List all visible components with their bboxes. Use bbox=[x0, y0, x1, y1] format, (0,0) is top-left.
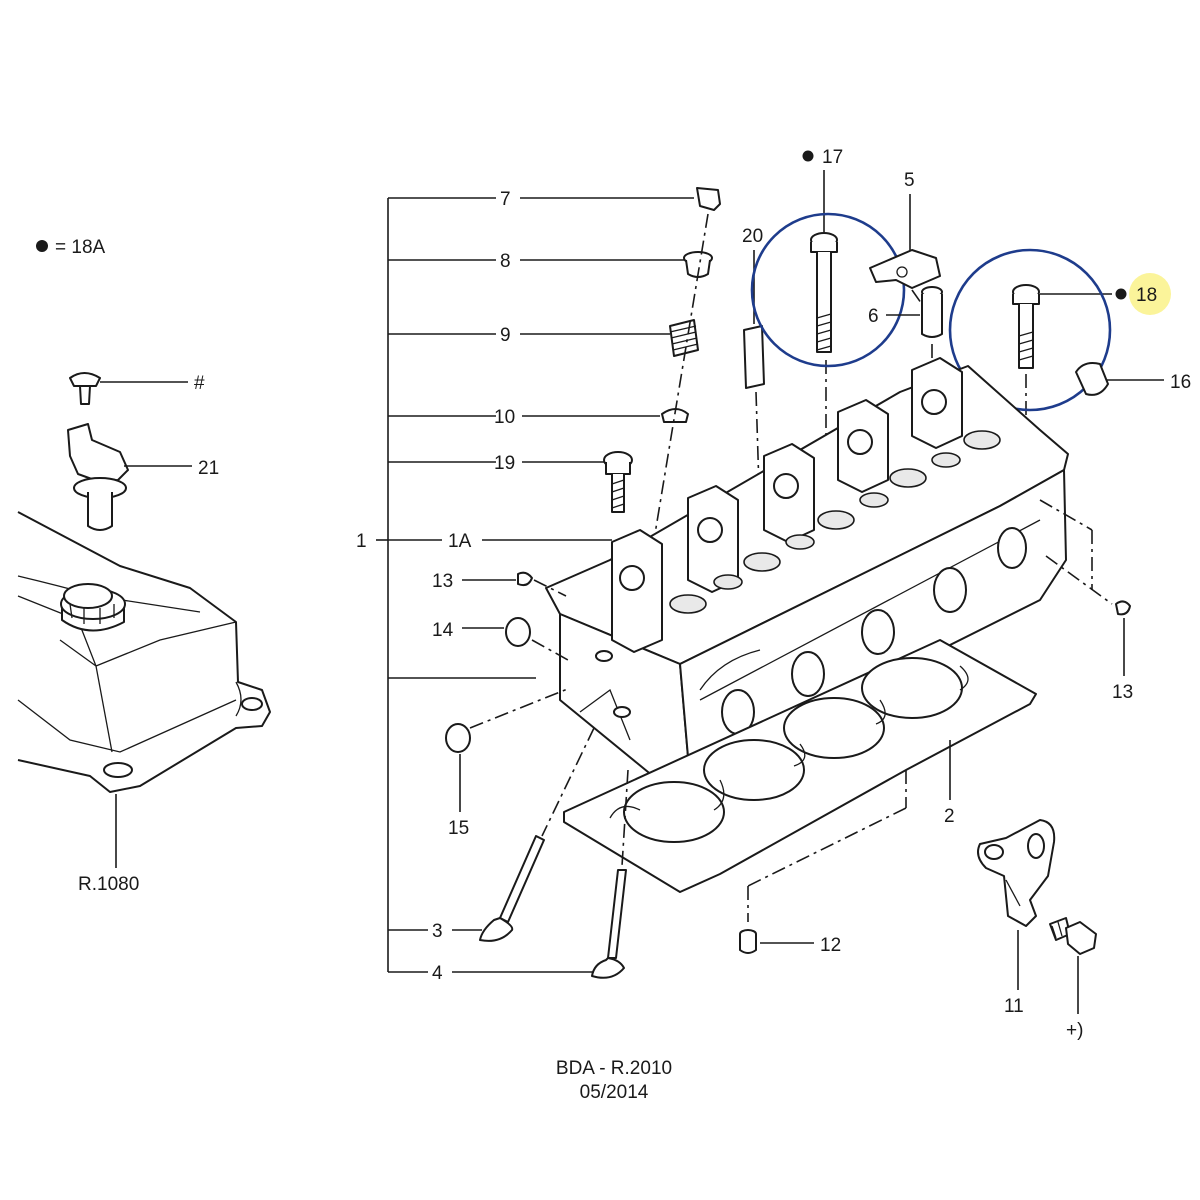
callout-20: 20 bbox=[742, 226, 763, 247]
plug-16: 16 bbox=[1075, 362, 1191, 396]
seal-ring-15: 15 bbox=[445, 687, 571, 839]
valve-4: 4 bbox=[432, 769, 629, 984]
callout-9: 9 bbox=[500, 325, 511, 346]
callout-10: 10 bbox=[494, 407, 515, 428]
footer-line-2: 05/2014 bbox=[580, 1082, 649, 1103]
callout-17: 17 bbox=[822, 147, 843, 168]
callout-13-left: 13 bbox=[432, 571, 453, 592]
valve-spring-icon bbox=[669, 319, 699, 357]
highlight-circle-17 bbox=[750, 212, 906, 368]
callout-4: 4 bbox=[432, 963, 443, 984]
callout-18: 18 bbox=[1136, 285, 1157, 306]
callout-13-right: 13 bbox=[1112, 682, 1133, 703]
callout-5: 5 bbox=[904, 170, 915, 191]
legend-text: = 18A bbox=[55, 237, 106, 258]
dowel-pin-12: 12 bbox=[739, 929, 841, 956]
valve-3: 3 bbox=[432, 727, 595, 942]
callout-hash: # bbox=[194, 373, 205, 394]
sensor-body-icon bbox=[67, 423, 129, 483]
callout-plus: +) bbox=[1066, 1020, 1083, 1041]
screw-shank-icon bbox=[79, 385, 91, 405]
callout-12: 12 bbox=[820, 935, 841, 956]
callout-6: 6 bbox=[868, 306, 879, 327]
valve-cover-partial: R.1080 bbox=[17, 511, 271, 895]
valve-train-callouts: 7 8 9 10 19 bbox=[494, 189, 694, 474]
callout-2: 2 bbox=[944, 806, 955, 827]
cam-towers bbox=[611, 357, 963, 653]
callout-8: 8 bbox=[500, 251, 511, 272]
footer-line-1: BDA - R.2010 bbox=[556, 1058, 672, 1079]
cylinder-head-1a bbox=[545, 357, 1069, 791]
callout-3: 3 bbox=[432, 921, 443, 942]
seal-ring-14: 14 bbox=[432, 617, 569, 661]
bullet-17-icon bbox=[802, 150, 814, 162]
valve-stem-seal-icon bbox=[661, 408, 689, 423]
lifting-bracket-11: 11 bbox=[977, 819, 1056, 1017]
head-bolt-17: 17 bbox=[750, 147, 906, 440]
head-gasket-2: 2 bbox=[563, 639, 1037, 922]
oil-filler-cap-icon bbox=[60, 583, 126, 632]
plug-13-right: 13 bbox=[1039, 499, 1133, 703]
highlight-marker-18 bbox=[1129, 273, 1171, 315]
callout-1: 1 bbox=[356, 531, 367, 552]
callout-21: 21 bbox=[198, 458, 219, 479]
bolt-19-icon bbox=[603, 451, 633, 513]
rocker-arm-5: 5 bbox=[869, 170, 941, 311]
legend: = 18A bbox=[36, 237, 106, 258]
screw-head-icon bbox=[69, 372, 101, 387]
exhaust-ports bbox=[721, 527, 1027, 735]
head-bolt-18: 18 bbox=[948, 248, 1171, 470]
sensor-assembly: # 21 bbox=[67, 372, 219, 531]
callout-19: 19 bbox=[494, 453, 515, 474]
callout-16: 16 bbox=[1170, 372, 1191, 393]
footer-reference: BDA - R.2010 05/2014 bbox=[556, 1058, 672, 1103]
lifter-pockets bbox=[669, 430, 1001, 614]
callout-7: 7 bbox=[500, 189, 511, 210]
callout-1a: 1A bbox=[448, 531, 472, 552]
plug-13-left: 13 bbox=[432, 571, 567, 597]
highlight-circle-18 bbox=[948, 248, 1112, 412]
group-bracket-1: 1 1A bbox=[356, 197, 612, 973]
reference-r1080: R.1080 bbox=[78, 874, 139, 895]
bracket-screw: +) bbox=[1049, 917, 1097, 1041]
bullet-18-icon bbox=[1115, 288, 1127, 300]
callout-15: 15 bbox=[448, 818, 469, 839]
callout-14: 14 bbox=[432, 620, 454, 641]
valve-keeper-icon bbox=[696, 187, 721, 211]
legend-bullet-icon bbox=[36, 240, 48, 252]
callout-11: 11 bbox=[1004, 996, 1024, 1017]
